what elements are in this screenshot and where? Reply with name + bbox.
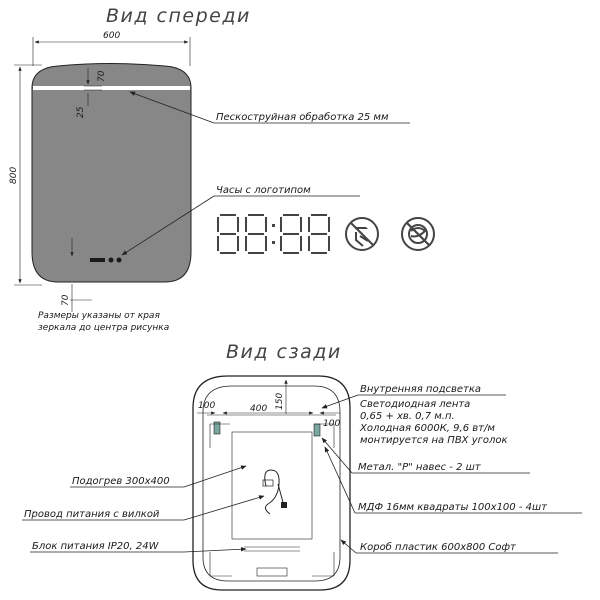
- back-dim-side-right-label: 100: [323, 419, 340, 429]
- dimensions-note-line-1: Размеры указаны от края: [38, 311, 160, 321]
- front-width-label: 600: [103, 31, 120, 41]
- heating-callout: Подогрев 300х400: [70, 465, 247, 488]
- back-outer-box: [192, 375, 351, 591]
- clock-digit-4: [308, 214, 330, 254]
- mdf-callout-label: МДФ 16мм квадраты 100х100 - 4шт: [358, 502, 548, 513]
- cable-callout: Провод питания с вилкой: [22, 495, 265, 521]
- temperature-crossed-icon: [345, 217, 379, 251]
- clock-digit-3: [280, 214, 302, 254]
- back-top-dimensions: 100 400 100 150: [197, 379, 340, 429]
- dimensions-note-line-2: зеркала до центра рисунка: [38, 323, 169, 333]
- lighting-callout-line-4: Холодная 6000К, 9,6 вт/м: [359, 423, 495, 434]
- front-mirror-body: [31, 63, 192, 283]
- back-dim-top-label: 150: [275, 393, 285, 410]
- back-heating-panel: [231, 431, 313, 540]
- box-callout: Короб пластик 600х800 Софт: [340, 539, 558, 554]
- lighting-callout-line-1: Внутренняя подсветка: [360, 384, 481, 395]
- front-height-dimension: 800: [9, 64, 42, 286]
- back-power-supply: [244, 546, 300, 577]
- front-view-title: Вид спереди: [106, 5, 251, 27]
- clock-digit-1: [217, 214, 239, 254]
- front-top-offset-label: 70: [97, 70, 107, 82]
- lighting-callout-line-2: Светодиодная лента: [360, 399, 470, 410]
- front-top-offset-dimension: 70 25: [76, 68, 107, 118]
- psu-callout: Блок питания IP20, 24W: [30, 541, 247, 553]
- sandblast-band: [33, 86, 190, 90]
- front-height-label: 800: [9, 167, 19, 184]
- front-bottom-offset-dimension: 70: [61, 238, 92, 312]
- back-dim-center-label: 400: [250, 404, 267, 414]
- lighting-callout: Внутренняя подсветка Светодиодная лента …: [321, 384, 508, 446]
- psu-callout-label: Блок питания IP20, 24W: [32, 541, 160, 552]
- back-hanger-right: [313, 423, 321, 437]
- sandblast-callout-label: Пескоструйная обработка 25 мм: [216, 111, 389, 123]
- back-view-title: Вид сзади: [226, 341, 342, 363]
- clock-callout-label: Часы с логотипом: [216, 185, 311, 196]
- clock-display: [217, 214, 330, 254]
- box-callout-label: Короб пластик 600х800 Софт: [360, 541, 517, 553]
- front-bottom-offset-label: 70: [61, 294, 71, 306]
- hanger-callout-label: Метал. "Р" навес - 2 шт: [358, 462, 482, 473]
- back-dim-side-left-label: 100: [198, 401, 215, 411]
- mdf-callout: МДФ 16мм квадраты 100х100 - 4шт: [324, 446, 582, 514]
- mirror-clock-icon: [90, 257, 122, 263]
- back-inner-box: [202, 385, 341, 582]
- heating-callout-label: Подогрев 300х400: [72, 476, 170, 487]
- cable-callout-label: Провод питания с вилкой: [24, 509, 160, 520]
- clock-callout: Часы с логотипом: [121, 185, 360, 256]
- front-width-dimension: 600: [32, 31, 191, 66]
- lighting-callout-line-3: 0,65 + хв. 0,7 м.п.: [360, 411, 455, 422]
- anti-fog-icon: [401, 217, 435, 251]
- clock-digit-2: [245, 214, 267, 254]
- lighting-callout-line-5: монтируется на ПВХ уголок: [360, 435, 508, 446]
- back-mdf-squares: [209, 423, 335, 577]
- back-power-cable: [262, 469, 287, 515]
- back-hanger-left: [213, 421, 221, 435]
- hanger-callout: Метал. "Р" навес - 2 шт: [321, 437, 530, 474]
- front-band-width-label: 25: [76, 106, 86, 118]
- sandblast-callout: Пескоструйная обработка 25 мм: [129, 91, 410, 124]
- clock-colon: [272, 224, 275, 244]
